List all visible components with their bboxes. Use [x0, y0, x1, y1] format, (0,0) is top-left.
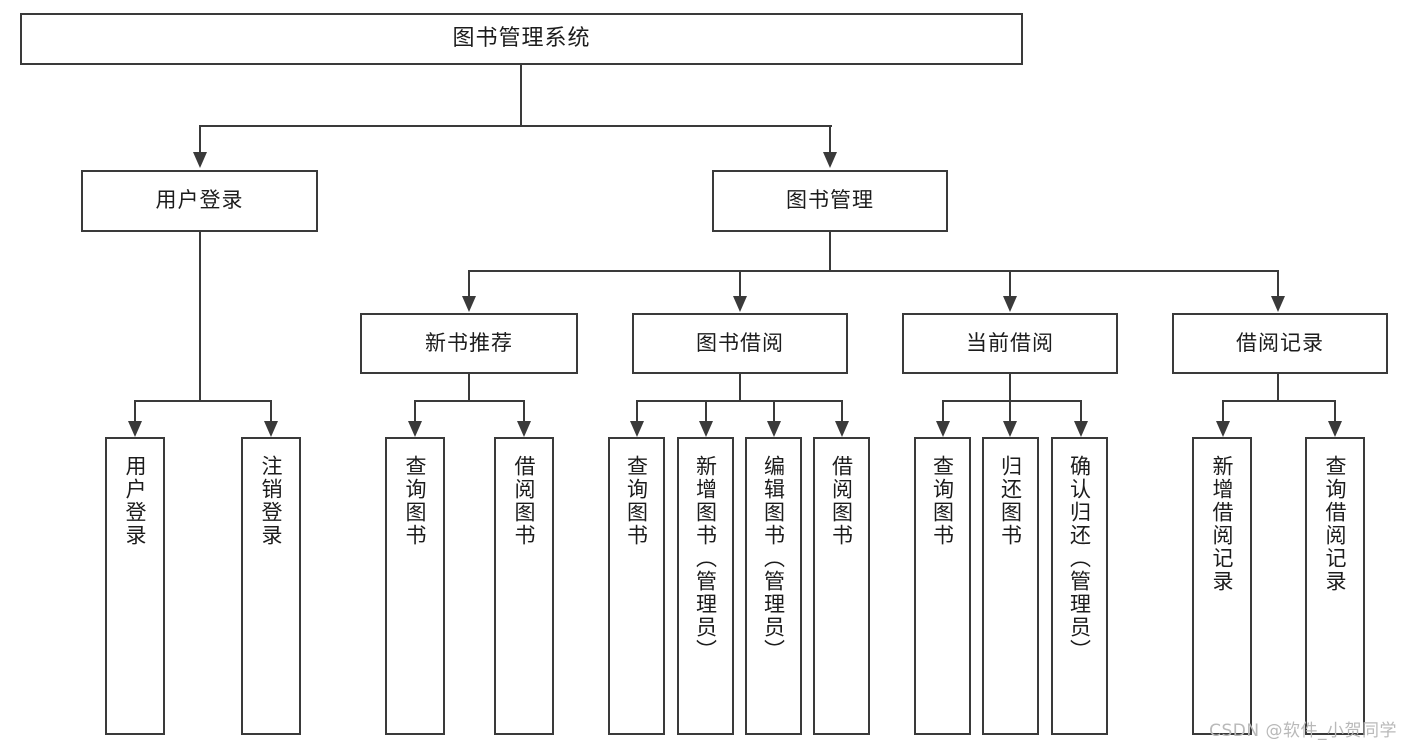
node-label: 用户登录 — [123, 455, 148, 547]
arrow-nb-borrow — [517, 421, 531, 437]
arrow-user-login — [193, 152, 207, 168]
connector-current-borrow-stem — [1009, 374, 1011, 401]
arrow-book-borrow — [733, 296, 747, 312]
connector-book-manage-stem — [829, 232, 831, 271]
connector-drop-bb-borrow — [841, 400, 843, 422]
connector-level1-bus — [199, 125, 832, 127]
connector-drop-cb-confirm — [1080, 400, 1082, 422]
node-label: 确认归还（管理员） — [1067, 455, 1092, 662]
connector-drop-bb-edit — [773, 400, 775, 422]
node-label: 用户登录 — [155, 188, 244, 213]
node-label: 查询图书 — [624, 455, 649, 547]
node-label: 查询图书 — [930, 455, 955, 547]
connector-borrow-record-bus — [1222, 400, 1336, 402]
leaf-cb-confirm-return[interactable]: 确认归还（管理员） — [1051, 437, 1108, 735]
connector-drop-book-borrow — [739, 270, 741, 297]
node-label: 图书借阅 — [696, 330, 784, 355]
leaf-user-login[interactable]: 用户登录 — [105, 437, 165, 735]
connector-user-login-bus — [134, 400, 271, 402]
connector-current-borrow-bus — [942, 400, 1082, 402]
node-label: 编辑图书（管理员） — [761, 455, 786, 662]
connector-drop-current-borrow — [1009, 270, 1011, 297]
leaf-cb-query-book[interactable]: 查询图书 — [914, 437, 971, 735]
leaf-br-query-record[interactable]: 查询借阅记录 — [1305, 437, 1365, 735]
connector-drop-new-book — [468, 270, 470, 297]
node-label: 查询图书 — [403, 455, 428, 547]
arrow-br-add — [1216, 421, 1230, 437]
connector-drop-nb-borrow — [523, 400, 525, 422]
arrow-bb-borrow — [835, 421, 849, 437]
connector-drop-bb-add — [705, 400, 707, 422]
node-book-borrow[interactable]: 图书借阅 — [632, 313, 848, 374]
connector-drop-br-add — [1222, 400, 1224, 422]
node-label: 注销登录 — [259, 455, 284, 547]
leaf-logout[interactable]: 注销登录 — [241, 437, 301, 735]
node-label: 新书推荐 — [425, 330, 513, 355]
leaf-bb-query-book[interactable]: 查询图书 — [608, 437, 665, 735]
leaf-nb-query-book[interactable]: 查询图书 — [385, 437, 445, 735]
connector-level3-bus — [468, 270, 1278, 272]
leaf-br-add-record[interactable]: 新增借阅记录 — [1192, 437, 1252, 735]
arrow-br-query — [1328, 421, 1342, 437]
node-label: 归还图书 — [998, 455, 1023, 547]
connector-drop-bb-query — [636, 400, 638, 422]
connector-book-borrow-stem — [739, 374, 741, 401]
node-label: 借阅记录 — [1236, 330, 1324, 355]
node-current-borrow[interactable]: 当前借阅 — [902, 313, 1118, 374]
connector-drop-leaf-logout — [270, 400, 272, 422]
node-label: 图书管理系统 — [452, 25, 591, 51]
arrow-borrow-record — [1271, 296, 1285, 312]
node-book-management[interactable]: 图书管理 — [712, 170, 948, 232]
leaf-bb-borrow-book[interactable]: 借阅图书 — [813, 437, 870, 735]
arrow-bb-query — [630, 421, 644, 437]
arrow-leaf-logout — [264, 421, 278, 437]
connector-borrow-record-stem — [1277, 374, 1279, 401]
connector-drop-book-manage — [829, 125, 831, 153]
connector-new-book-stem — [468, 374, 470, 401]
connector-drop-user-login — [199, 125, 201, 153]
connector-new-book-bus — [414, 400, 524, 402]
node-new-book-recommend[interactable]: 新书推荐 — [360, 313, 578, 374]
node-label: 当前借阅 — [966, 330, 1054, 355]
arrow-leaf-user-login — [128, 421, 142, 437]
arrow-book-manage — [823, 152, 837, 168]
arrow-nb-query — [408, 421, 422, 437]
leaf-bb-add-book[interactable]: 新增图书（管理员） — [677, 437, 734, 735]
arrow-bb-edit — [767, 421, 781, 437]
leaf-bb-edit-book[interactable]: 编辑图书（管理员） — [745, 437, 802, 735]
arrow-bb-add — [699, 421, 713, 437]
node-label: 新增图书（管理员） — [693, 455, 718, 662]
connector-root-stem — [520, 65, 522, 126]
arrow-cb-return — [1003, 421, 1017, 437]
leaf-nb-borrow-book[interactable]: 借阅图书 — [494, 437, 554, 735]
connector-user-login-stem — [199, 232, 201, 401]
leaf-cb-return-book[interactable]: 归还图书 — [982, 437, 1039, 735]
arrow-cb-confirm — [1074, 421, 1088, 437]
arrow-cb-query — [936, 421, 950, 437]
node-label: 新增借阅记录 — [1210, 455, 1235, 593]
node-label: 查询借阅记录 — [1323, 455, 1348, 593]
node-label: 借阅图书 — [829, 455, 854, 547]
connector-drop-cb-query — [942, 400, 944, 422]
node-label: 借阅图书 — [512, 455, 537, 547]
node-user-login[interactable]: 用户登录 — [81, 170, 318, 232]
node-borrow-record[interactable]: 借阅记录 — [1172, 313, 1388, 374]
connector-drop-br-query — [1334, 400, 1336, 422]
connector-drop-cb-return — [1009, 400, 1011, 422]
arrow-new-book — [462, 296, 476, 312]
connector-book-borrow-bus — [636, 400, 843, 402]
connector-drop-nb-query — [414, 400, 416, 422]
connector-drop-leaf-user-login — [134, 400, 136, 422]
arrow-current-borrow — [1003, 296, 1017, 312]
node-root-system[interactable]: 图书管理系统 — [20, 13, 1023, 65]
connector-drop-borrow-record — [1277, 270, 1279, 297]
node-label: 图书管理 — [786, 188, 874, 213]
